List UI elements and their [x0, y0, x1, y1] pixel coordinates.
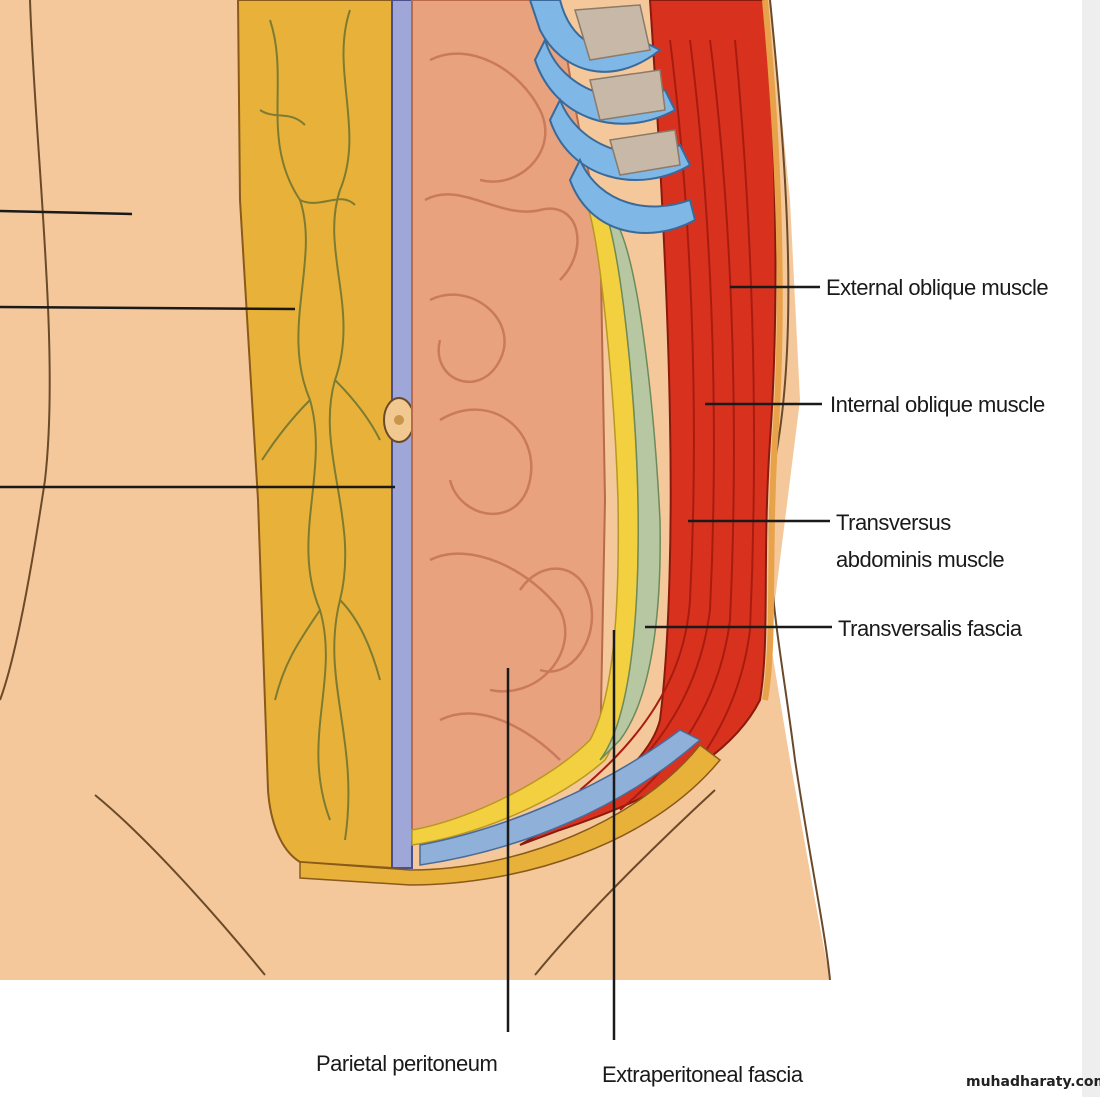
label-internal-oblique: Internal oblique muscle: [830, 392, 1045, 417]
rib-cartilage-shadow: [574, 4, 681, 176]
muscle-layers: [519, 0, 777, 846]
groin-line-left: [94, 794, 266, 976]
label-external-oblique: External oblique muscle: [826, 275, 1049, 300]
intestine-folds: [424, 52, 594, 761]
label-transversus-line2: abdominis muscle: [836, 547, 1005, 572]
groin-line-right: [534, 789, 716, 976]
label-transversalis-fascia: Transversalis fascia: [838, 616, 1022, 641]
right-edge-margin: [1082, 0, 1100, 1097]
transversalis-fascia-band: [599, 209, 661, 761]
label-extraperitoneal-fascia: Extraperitoneal fascia: [602, 1062, 803, 1087]
label-parietal-peritoneum: Parietal peritoneum: [316, 1051, 498, 1076]
leader-lines: [0, 209, 832, 1040]
watermark: muhadharaty.com: [966, 1074, 1100, 1090]
torso-left-outline: [0, 0, 51, 701]
fat-vessels: [259, 9, 381, 841]
inguinal-band: [419, 729, 702, 866]
label-transversus-line1: Transversus: [836, 510, 951, 535]
